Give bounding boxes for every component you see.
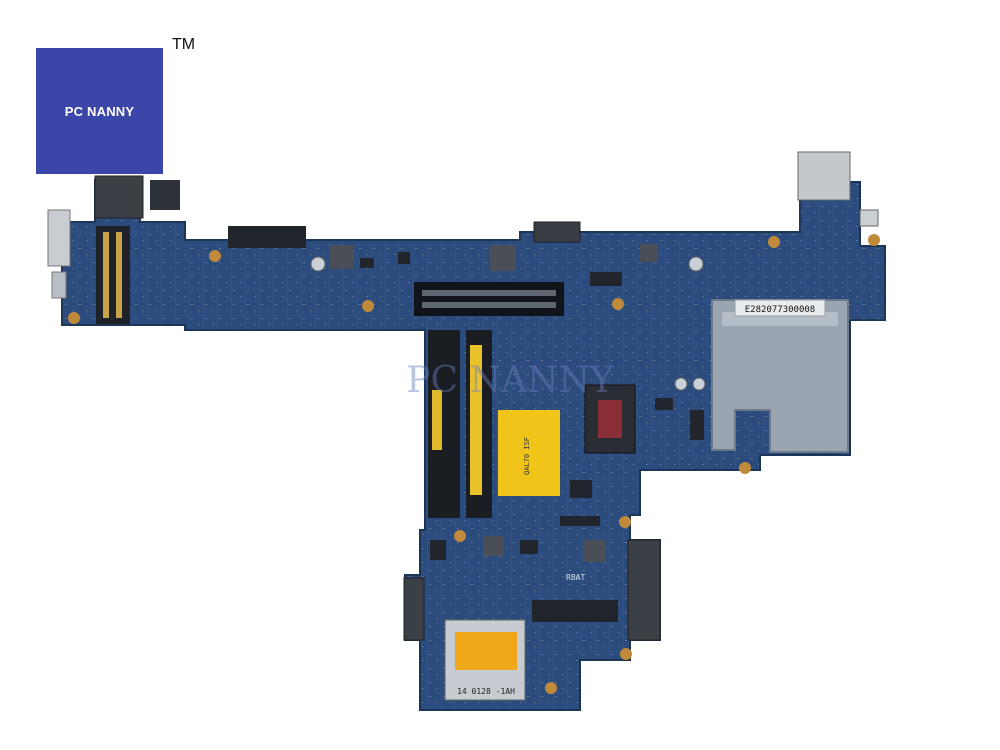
ram-label-strip-left — [432, 390, 442, 450]
pc-nanny-logo: PC NANNY — [36, 48, 163, 174]
battery-label: RBAT — [566, 573, 585, 582]
slot-pins — [103, 232, 109, 318]
sata-connector — [627, 539, 661, 641]
capacitor — [692, 377, 706, 391]
capacitor — [310, 256, 326, 272]
ic-chip — [655, 398, 673, 410]
pc-nanny-watermark: PC NANNY — [406, 360, 615, 401]
small-connector-right — [859, 209, 879, 227]
mounting-hole — [454, 530, 466, 542]
cpu-die — [598, 400, 622, 438]
mounting-hole — [768, 236, 780, 248]
board-cutout — [711, 299, 849, 453]
logo-text: PC NANNY — [64, 103, 135, 119]
hdmi-connector — [150, 180, 180, 210]
inductor — [484, 536, 504, 556]
ram-label-strip — [470, 345, 482, 495]
usb-port-left — [47, 209, 71, 267]
power-connector — [533, 221, 581, 243]
inductor — [490, 245, 516, 271]
docking-connector — [414, 282, 564, 316]
card-reader-tape — [455, 632, 517, 670]
cpu-package — [584, 384, 636, 454]
usb-port-right — [797, 151, 851, 201]
wlan-card-slot — [96, 226, 130, 324]
msata-slot — [228, 226, 306, 248]
inductor — [640, 244, 658, 262]
mounting-hole — [209, 250, 221, 262]
serial-label-bg — [734, 299, 826, 317]
mounting-hole — [868, 234, 880, 246]
audio-jack-left — [51, 271, 67, 299]
ic-chip — [430, 540, 446, 560]
capacitor — [688, 256, 704, 272]
optical-drive-connector — [403, 577, 425, 641]
dock-pin-row — [422, 302, 556, 308]
sticker-code: QAL70 ISF — [523, 437, 531, 475]
ic-chip — [360, 258, 374, 268]
slot-pins — [116, 232, 122, 318]
mounting-hole — [612, 298, 624, 310]
ic-chip — [520, 540, 538, 554]
ic-chip — [398, 252, 410, 264]
wwan-card-slot — [532, 600, 618, 622]
ic-chip — [560, 516, 600, 526]
inductor — [583, 540, 605, 562]
mounting-hole — [362, 300, 374, 312]
capacitor — [674, 377, 688, 391]
mounting-hole — [619, 516, 631, 528]
card-reader-label: 14 0128 -1AH — [457, 687, 515, 696]
ic-chip — [590, 272, 622, 286]
ic-chip — [570, 480, 592, 498]
trademark-mark: TM — [172, 36, 196, 53]
yellow-sticker — [498, 410, 560, 496]
display-port-connector — [94, 175, 144, 219]
ic-chip — [690, 410, 704, 440]
inductor — [330, 245, 354, 269]
mounting-hole — [620, 648, 632, 660]
serial-label: E282077300008 — [745, 305, 815, 315]
mounting-hole — [545, 682, 557, 694]
dock-pin-row — [422, 290, 556, 296]
mounting-hole — [739, 462, 751, 474]
mounting-hole — [68, 312, 80, 324]
